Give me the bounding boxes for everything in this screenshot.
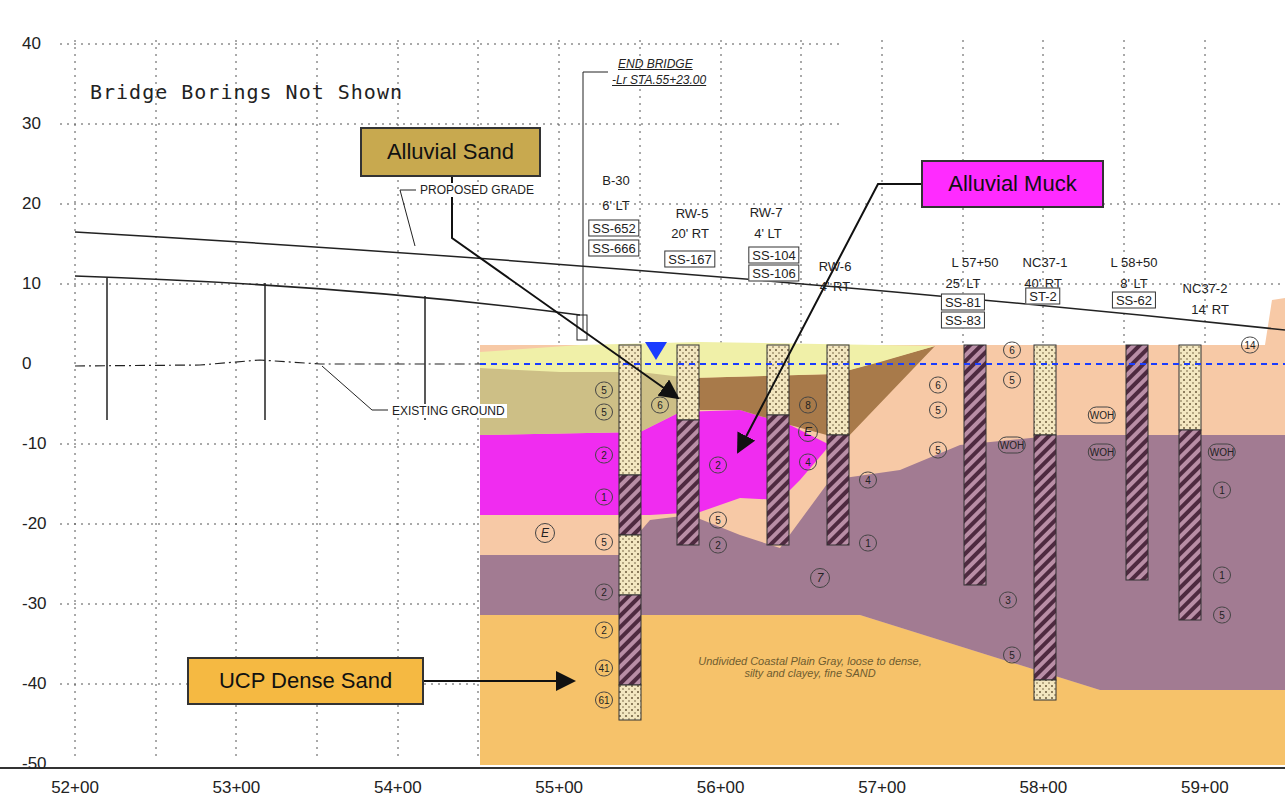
blow-count: 5 bbox=[1003, 372, 1021, 389]
blow-count: E bbox=[535, 523, 555, 543]
profile-label: 53+00 bbox=[213, 778, 261, 798]
profile-label: NC37-1 bbox=[1023, 255, 1068, 270]
blow-count: 7 bbox=[810, 568, 830, 588]
blow-count: 1 bbox=[859, 535, 877, 552]
profile-label: PROPOSED GRADE bbox=[418, 183, 536, 197]
blow-count: 2 bbox=[709, 457, 727, 474]
blow-count: 8 bbox=[799, 397, 817, 414]
profile-label: 56+00 bbox=[697, 778, 745, 798]
sample-id: ST-2 bbox=[1025, 288, 1060, 305]
profile-label: 14' RT bbox=[1191, 302, 1229, 317]
blow-count: 1 bbox=[595, 489, 613, 506]
callout-text: Alluvial Muck bbox=[948, 171, 1076, 197]
blow-count: 4 bbox=[859, 472, 877, 489]
profile-label: RW-7 bbox=[750, 205, 783, 220]
blow-count: 5 bbox=[595, 534, 613, 551]
profile-label: B-30 bbox=[602, 173, 629, 188]
blow-count: 2 bbox=[595, 447, 613, 464]
blow-count: 5 bbox=[709, 512, 727, 529]
blow-count: WOH bbox=[1208, 444, 1236, 461]
profile-label: 30 bbox=[22, 114, 41, 134]
profile-label: 40 bbox=[22, 34, 41, 54]
callout-text: UCP Dense Sand bbox=[219, 668, 392, 694]
blow-count: WOH bbox=[998, 437, 1026, 454]
profile-label: 20' RT bbox=[671, 226, 709, 241]
callout-box: UCP Dense Sand bbox=[187, 657, 424, 705]
blow-count: 1 bbox=[1213, 567, 1231, 584]
blow-count: 2 bbox=[709, 537, 727, 554]
blow-count: 2 bbox=[595, 584, 613, 601]
profile-label: 6' LT bbox=[602, 198, 630, 213]
sample-id: SS-652 bbox=[588, 220, 639, 237]
blow-count: WOH bbox=[1088, 444, 1116, 461]
blow-count: 5 bbox=[595, 382, 613, 399]
profile-label: 4' LT bbox=[754, 226, 782, 241]
profile-label: -10 bbox=[22, 434, 47, 454]
sample-id: SS-81 bbox=[941, 294, 985, 311]
sample-id: SS-83 bbox=[941, 312, 985, 329]
profile-label: -40 bbox=[22, 674, 47, 694]
blow-count: 14 bbox=[1241, 337, 1259, 354]
profile-label: 57+00 bbox=[858, 778, 906, 798]
blow-count: 4 bbox=[799, 454, 817, 471]
blow-count: 5 bbox=[595, 404, 613, 421]
blow-count: 2 bbox=[595, 622, 613, 639]
profile-label: NC37-2 bbox=[1183, 281, 1228, 296]
sample-id: SS-666 bbox=[588, 240, 639, 257]
profile-label: L 57+50 bbox=[952, 255, 999, 270]
profile-label: 55+00 bbox=[535, 778, 583, 798]
profile-label: 59+00 bbox=[1181, 778, 1229, 798]
callout-box: Alluvial Sand bbox=[360, 127, 541, 177]
blow-count: 5 bbox=[929, 402, 947, 419]
profile-label: -20 bbox=[22, 514, 47, 534]
blow-count: 3 bbox=[999, 592, 1017, 609]
profile-label: 25' LT bbox=[946, 276, 981, 291]
sample-id: SS-106 bbox=[748, 265, 799, 282]
profile-label: EXISTING GROUND bbox=[390, 404, 507, 418]
profile-label: L 58+50 bbox=[1111, 255, 1158, 270]
profile-label: 8' LT bbox=[1120, 276, 1148, 291]
blow-count: 6 bbox=[651, 397, 669, 414]
blow-count: 5 bbox=[1003, 647, 1021, 664]
callout-text: Alluvial Sand bbox=[387, 139, 514, 165]
callout-box: Alluvial Muck bbox=[921, 160, 1104, 208]
profile-label: 4' RT bbox=[820, 279, 850, 294]
profile-label: 0 bbox=[22, 354, 31, 374]
blow-count: 6 bbox=[1003, 342, 1021, 359]
profile-label: 20 bbox=[22, 194, 41, 214]
profile-label: 52+00 bbox=[51, 778, 99, 798]
blow-count: E bbox=[798, 422, 818, 442]
sample-id: SS-167 bbox=[664, 251, 715, 268]
sample-id: SS-104 bbox=[748, 247, 799, 264]
profile-label: RW-6 bbox=[819, 259, 852, 274]
profile-label: 58+00 bbox=[1020, 778, 1068, 798]
profile-label: END BRIDGE bbox=[618, 57, 693, 71]
sample-id: SS-62 bbox=[1112, 292, 1156, 309]
profile-label: 10 bbox=[22, 274, 41, 294]
profile-label: Bridge Borings Not Shown bbox=[90, 80, 403, 104]
profile-label: -30 bbox=[22, 594, 47, 614]
blow-count: WOH bbox=[1088, 407, 1116, 424]
profile-label: 54+00 bbox=[374, 778, 422, 798]
profile-label: -Lr STA.55+23.00 bbox=[612, 73, 706, 87]
blow-count: 61 bbox=[595, 692, 613, 709]
blow-count: 5 bbox=[929, 442, 947, 459]
blow-count: 5 bbox=[1213, 607, 1231, 624]
profile-label: Undivided Coastal Plain Gray, loose to d… bbox=[695, 655, 925, 679]
blow-count: 1 bbox=[1213, 482, 1231, 499]
profile-label: -50 bbox=[22, 754, 47, 774]
blow-count: 6 bbox=[929, 377, 947, 394]
profile-label: RW-5 bbox=[676, 206, 709, 221]
blow-count: 41 bbox=[595, 660, 613, 677]
